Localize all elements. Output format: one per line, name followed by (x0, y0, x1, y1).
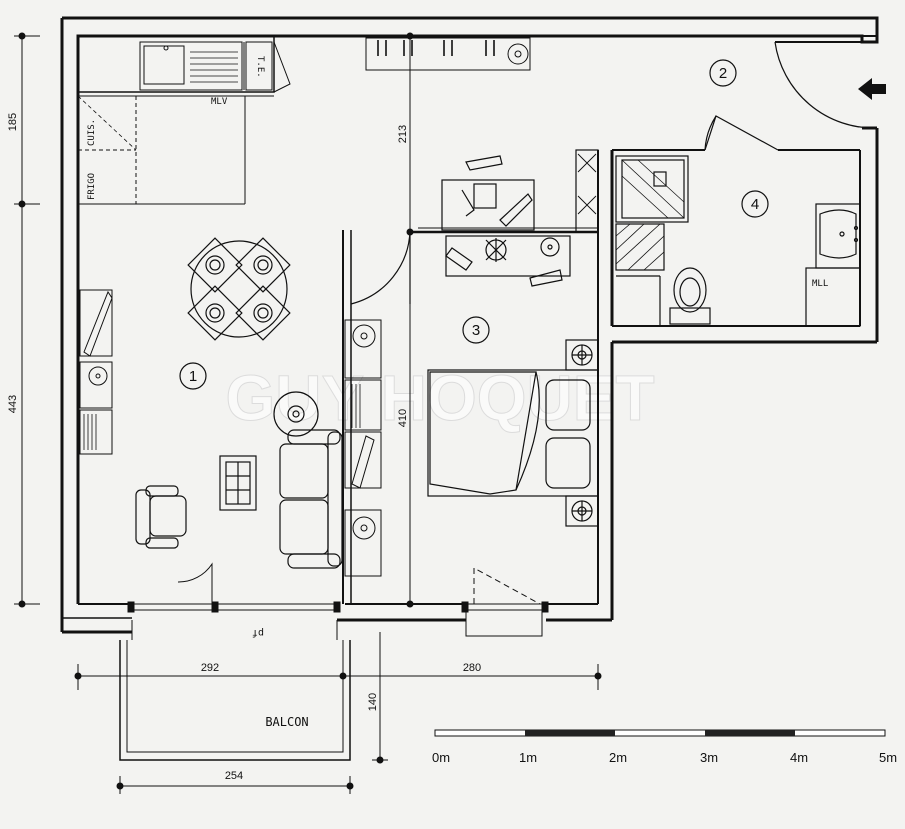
bedroom-door (350, 229, 411, 305)
bedroom-window (461, 567, 549, 637)
balcony-window (127, 562, 341, 613)
dim-balcony-depth: 140 (367, 693, 379, 711)
kitchen-tag-cuis: CUIS. (87, 119, 97, 146)
kitchen-tag-te: T.E. (255, 56, 265, 78)
svg-text:1: 1 (189, 368, 197, 385)
room-marker-3: 3 (462, 316, 490, 344)
scale-tick-5: 5m (879, 750, 897, 765)
living-furniture (135, 391, 343, 569)
pf-label: pf (252, 627, 264, 638)
sofa (279, 429, 343, 569)
toilet (669, 267, 711, 325)
entry-arrow-icon (858, 78, 886, 100)
balcony-label: BALCON (265, 715, 308, 729)
dining-chair (235, 237, 291, 293)
desk-chair (485, 238, 507, 262)
svg-text:4: 4 (751, 196, 759, 213)
scale-bar: 0m 1m 2m 3m 4m 5m (432, 729, 897, 765)
scale-tick-1: 1m (519, 750, 537, 765)
svg-text:2: 2 (719, 65, 727, 82)
dim-inner-bed: 410 (397, 409, 409, 427)
fridge-label: FRIGO (87, 173, 97, 200)
nightstand (565, 339, 599, 371)
scale-tick-2: 2m (609, 750, 627, 765)
balcony (119, 620, 351, 761)
dim-balcony-width: 254 (225, 770, 243, 782)
bathroom-door (704, 115, 779, 151)
room-marker-1: 1 (179, 362, 207, 390)
walls (60, 16, 879, 634)
armchair (135, 485, 187, 549)
coffee-table (219, 455, 257, 511)
scale-tick-4: 4m (790, 750, 808, 765)
dim-left-top: 185 (7, 113, 19, 131)
room-marker-2: 2 (709, 59, 737, 87)
nightstand (565, 495, 599, 527)
washbasin (815, 203, 861, 269)
entry-door (774, 35, 878, 130)
dining-table (187, 237, 291, 341)
dining-chair (187, 285, 243, 341)
svg-text:3: 3 (472, 322, 480, 339)
dim-left-bottom: 443 (7, 395, 19, 413)
bathroom (575, 149, 861, 327)
scale-tick-0: 0m (432, 750, 450, 765)
wardrobe (344, 37, 531, 577)
kitchen-tag-mlv: MLV (211, 97, 228, 107)
scale-tick-3: 3m (700, 750, 718, 765)
tv-unit (79, 289, 113, 455)
dim-bottom-right: 280 (463, 662, 481, 674)
desk (410, 155, 598, 287)
room-marker-4: 4 (741, 190, 769, 218)
inner-dimension-lines (406, 32, 414, 608)
dim-inner-top: 213 (397, 125, 409, 143)
dim-bottom-left: 292 (201, 662, 219, 674)
wc-tag-mll: MLL (812, 279, 828, 289)
floor-lamp (273, 391, 319, 437)
bed (427, 339, 599, 527)
bottom-dimension-lines (74, 632, 602, 794)
dining-chair (187, 237, 243, 293)
left-dimension-lines (14, 32, 40, 608)
kitchen (77, 35, 291, 205)
dining-chair (235, 285, 291, 341)
